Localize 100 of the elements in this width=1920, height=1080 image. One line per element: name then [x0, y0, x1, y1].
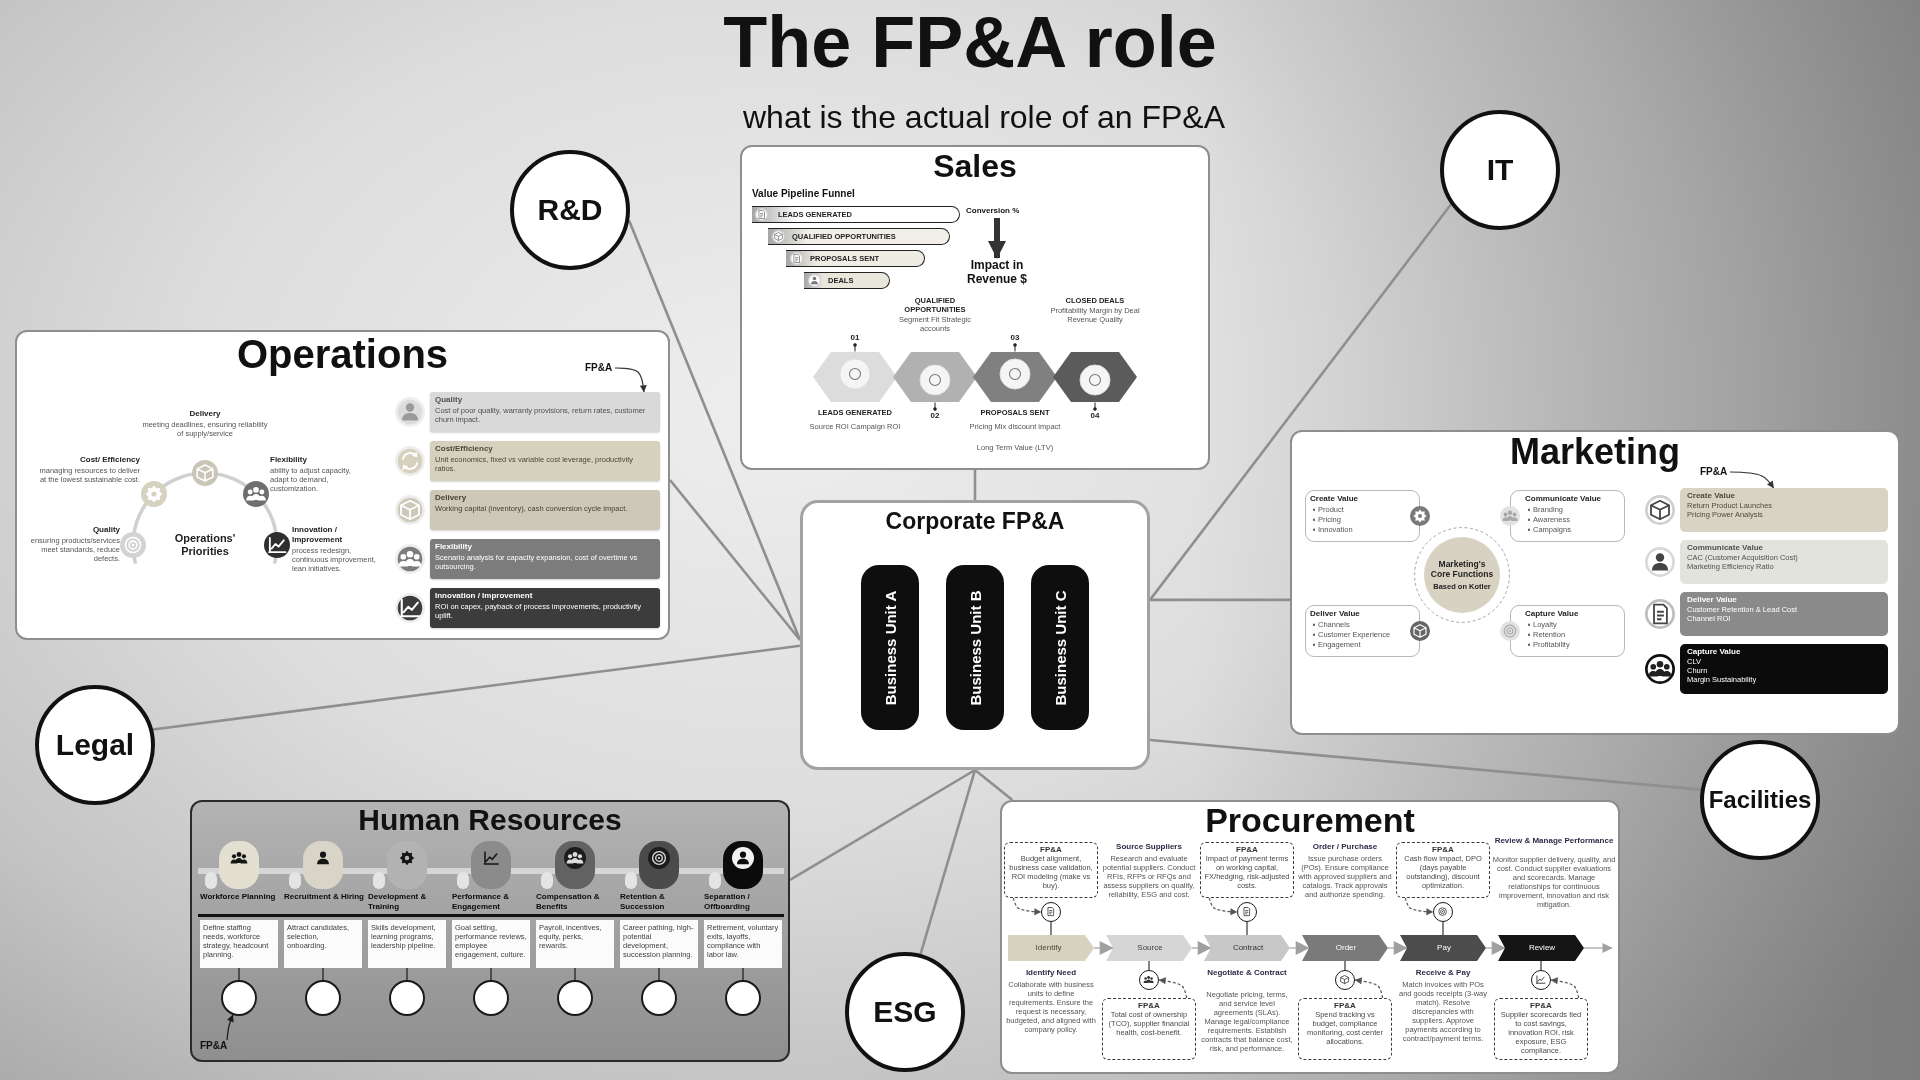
metric-title: Create Value [1687, 491, 1737, 501]
stage-title: Development & Training [368, 892, 428, 912]
business-unit-pill [861, 565, 919, 730]
connector-line [406, 967, 408, 981]
connector-line [574, 967, 576, 981]
metric-title: Quality [435, 395, 464, 405]
process-step [1204, 935, 1290, 961]
arrow [1485, 941, 1506, 955]
note-title: FP&A [1039, 844, 1063, 855]
connector-line [1149, 738, 1702, 791]
business-unit-pill [1031, 565, 1089, 730]
step-title: Identify Need [1025, 968, 1077, 978]
dashed-arrow [1208, 897, 1238, 916]
stage-title: Workforce Planning [200, 892, 276, 902]
diagram-title: The FP&A role [723, 6, 1217, 78]
card-heading: Human Resources [358, 805, 622, 835]
process-step [1302, 935, 1388, 961]
function-title: Create Value [1310, 494, 1359, 504]
panel-heading: Corporate FP&A [885, 510, 1065, 533]
center-title: Operations' Priorities [173, 532, 237, 559]
step-number: 01 [850, 333, 860, 343]
metric-card [430, 441, 660, 481]
function-box [1305, 605, 1420, 657]
note-box [1102, 998, 1196, 1060]
metric-title: Flexibility [435, 542, 473, 552]
card-heading: Operations [236, 334, 449, 374]
connector-line [1344, 960, 1346, 971]
funnel-bar [786, 250, 925, 267]
step-label: Source [1137, 943, 1163, 953]
connector-line [1246, 921, 1248, 936]
function-box [1510, 605, 1625, 657]
metric-card [430, 490, 660, 530]
note-title: FP&A [1137, 1000, 1161, 1011]
connector-line [1148, 960, 1150, 971]
stage-title: Recruitment & Hiring [284, 892, 364, 902]
department-name: Facilities [1708, 788, 1812, 812]
connector-line [1148, 203, 1452, 601]
function-title: Communicate Value [1525, 494, 1602, 504]
dashed-arrow [1012, 897, 1042, 916]
funnel-bar [768, 228, 950, 245]
process-step [1106, 935, 1192, 961]
arrow [1729, 471, 1775, 489]
stage-title: Compensation & Benefits [536, 892, 601, 912]
dashed-arrow [1158, 977, 1188, 999]
department-name: Legal [55, 730, 135, 760]
metric-card [430, 392, 660, 432]
card-heading: Marketing [1510, 434, 1680, 470]
function-title: Deliver Value [1310, 609, 1360, 619]
step-number: 02 [930, 411, 940, 421]
stage-title: Retention & Succession [620, 892, 666, 912]
note-box [1396, 842, 1490, 898]
function-title: Capture Value [1525, 609, 1579, 619]
step-label: Review [1528, 943, 1556, 953]
card-heading: Sales [933, 150, 1017, 182]
metric-title: Cost/Efficiency [435, 444, 494, 454]
outline-circle [473, 980, 509, 1016]
connector-line [919, 769, 977, 955]
note-box [1298, 998, 1392, 1060]
center-title: Marketing's Core Functions [1430, 558, 1494, 580]
department-card [190, 800, 790, 1062]
step-title: Negotiate & Contract [1207, 968, 1287, 978]
metric-title: Innovation / Improvement [435, 591, 534, 601]
metric-label: Conversion % [966, 206, 1028, 218]
metric-bar [1680, 488, 1888, 532]
subtitle: what is the actual role of an FP&A [743, 98, 1225, 137]
arrow [1289, 941, 1310, 955]
function-box [1305, 490, 1420, 542]
step-title: Source Suppliers [1116, 842, 1182, 852]
process-step [1400, 935, 1486, 961]
connector-line [322, 967, 324, 981]
process-step [1498, 935, 1584, 961]
outline-circle [221, 980, 257, 1016]
outline-circle [557, 980, 593, 1016]
priority-title: Quality [92, 525, 120, 535]
metric-bar [1680, 540, 1888, 584]
arrow [1191, 941, 1212, 955]
core-functions-circle [1414, 527, 1510, 623]
priority-title: Innovation / Improvement [292, 525, 344, 545]
connector-line [669, 479, 801, 641]
funnel-bar [804, 272, 890, 289]
unit-label: Business Unit C [1052, 590, 1068, 705]
connector-line [490, 967, 492, 981]
step-label: Pay [1437, 943, 1451, 953]
process-step [1008, 935, 1094, 961]
department-card [1290, 430, 1900, 735]
priority-title: Delivery [189, 409, 221, 419]
note-box [1494, 998, 1588, 1060]
fpa-tag: FP&A [585, 362, 615, 374]
outline-circle [641, 980, 677, 1016]
department-card [1000, 800, 1620, 1074]
metric-title: Communicate Value [1687, 543, 1765, 553]
department-card [15, 330, 670, 640]
metric-card [430, 539, 660, 579]
arrow [1093, 941, 1114, 955]
note-box [1004, 842, 1098, 898]
impact-label: Impact in Revenue $ [958, 258, 1036, 288]
outline-circle [305, 980, 341, 1016]
note-title: FP&A [1235, 844, 1259, 855]
note-title: FP&A [1431, 844, 1455, 855]
step-title: Receive & Pay [1415, 968, 1471, 978]
